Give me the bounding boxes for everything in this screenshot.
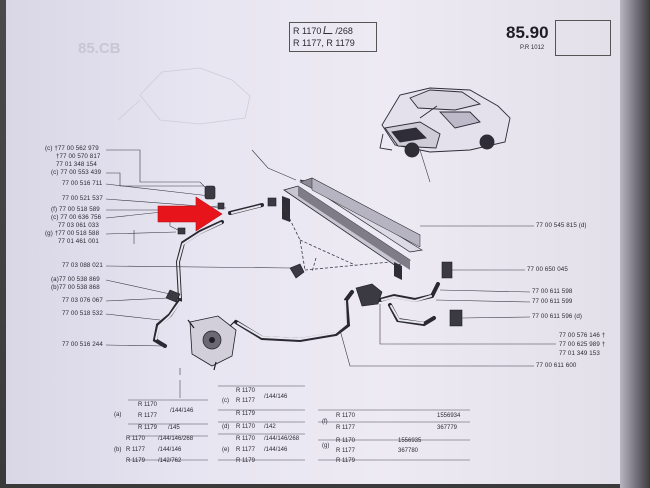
dashed-route <box>311 257 317 273</box>
right-hose-lower-highlight <box>390 305 424 324</box>
right-part: 77 00 611 598 <box>532 288 573 295</box>
right-part: 77 00 611 596 (d) <box>532 313 583 320</box>
right-part: 77 00 611 599 <box>532 298 573 305</box>
left-part: (f) 77 00 518 589 <box>51 206 100 213</box>
catalogue-page <box>6 0 641 484</box>
left-part: 77 01 348 154 <box>56 161 97 168</box>
left-part: 77 00 516 244 <box>62 341 103 348</box>
left-part: (c) †77 00 562 979 <box>45 145 99 152</box>
right-part: 77 00 545 815 (d) <box>536 222 587 229</box>
dashed-route <box>299 239 356 266</box>
right-part: 77 00 611 600 <box>536 362 577 369</box>
bottom-hose-highlight <box>237 300 348 341</box>
right-part: 77 00 576 146 † <box>559 332 606 339</box>
left-part: 77 00 521 537 <box>62 195 103 202</box>
legend-grid <box>128 380 470 461</box>
header-models-line1: R 1170 /268 <box>293 26 353 36</box>
red-pointer-arrow <box>157 196 223 232</box>
clip-part <box>177 227 186 235</box>
leader-lines-left <box>105 149 297 375</box>
header-part-icon-box <box>555 20 611 56</box>
bracket-part <box>449 309 463 327</box>
left-part: 77 03 061 033 <box>58 222 99 229</box>
page-edge-shadow <box>620 0 650 488</box>
left-part: 77 00 516 711 <box>62 180 103 187</box>
page-sub-ref: P.R 1012 <box>520 45 545 51</box>
ghost-page-number: 85.CB <box>78 40 121 57</box>
clip-part <box>217 202 225 210</box>
right-hose-highlight <box>381 295 432 303</box>
lower-left-hose-highlight <box>155 301 181 340</box>
left-part: 77 00 518 532 <box>62 310 103 317</box>
water-pump <box>187 315 237 371</box>
seal-strip <box>299 177 421 248</box>
car-illustration <box>379 87 511 158</box>
left-part: 77 03 088 021 <box>62 262 103 269</box>
right-part: 77 00 625 989 † <box>559 341 606 348</box>
dashed-route <box>282 204 306 271</box>
header-model-suffix: /268 <box>335 26 353 36</box>
clamp-part <box>165 289 181 303</box>
sensor-part <box>289 263 305 279</box>
dashed-route <box>304 261 391 271</box>
clip-part <box>204 185 216 200</box>
left-part: (c) 77 00 636 756 <box>51 214 102 221</box>
clip-part <box>267 197 277 207</box>
leader-lines-right <box>339 149 556 367</box>
left-part: (g) †77 00 518 588 <box>45 230 100 237</box>
header-model-r1170: R 1170 <box>293 26 322 36</box>
thermostat-housing <box>355 283 383 307</box>
left-part: (a)77 00 538 869 <box>51 276 100 283</box>
right-part: 77 01 349 153 <box>559 350 600 357</box>
bracket-part <box>441 261 453 279</box>
left-part: 77 03 076 067 <box>62 297 103 304</box>
left-part: †77 00 570 817 <box>56 153 101 160</box>
right-part: 77 00 650 045 <box>527 266 568 273</box>
left-part: 77 01 461 001 <box>58 238 99 245</box>
left-part: (c) 77 00 553 439 <box>51 169 102 176</box>
header-model-box <box>289 22 377 52</box>
upper-hose-highlight <box>176 222 222 299</box>
header-models-line2: R 1177, R 1179 <box>293 38 355 48</box>
left-part: (b)77 00 538 868 <box>51 284 100 291</box>
page-number: 85.90 <box>506 23 549 42</box>
ghost-car-illustration <box>117 67 251 125</box>
inlet-hose-highlight <box>231 205 261 214</box>
